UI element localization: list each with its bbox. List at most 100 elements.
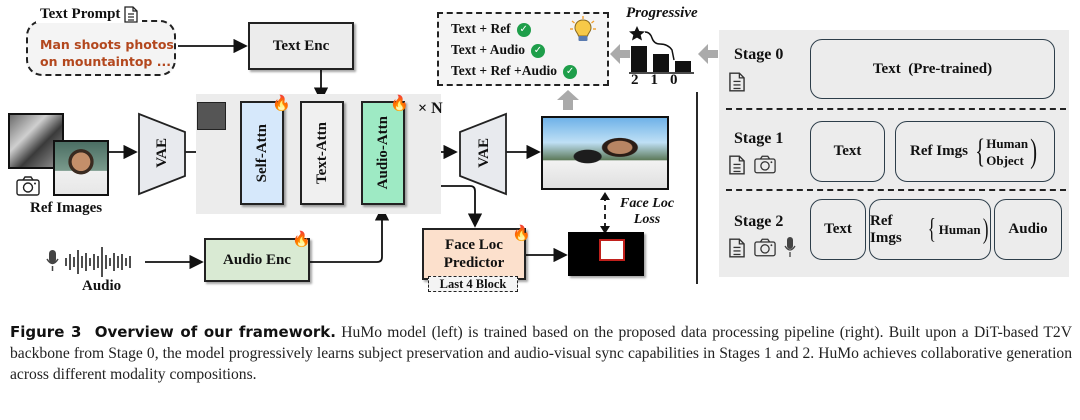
stage-1-ref-options: Human Object: [986, 135, 1028, 169]
text-attn-label: Text-Attn: [313, 122, 330, 184]
prompt-line-1: Man shoots photos: [40, 37, 174, 52]
audio-attn-label: Audio-Attn: [374, 116, 391, 190]
document-icon: [729, 238, 745, 258]
face-loc-loss-label: Face Loc Loss: [620, 196, 674, 228]
face-loc-predictor-block: Face Loc Predictor: [422, 228, 526, 280]
repeat-n-label: × N: [418, 100, 443, 117]
audio-label: Audio: [82, 278, 122, 294]
vae-encoder-shape: [138, 112, 186, 196]
stage-0-text-box: Text (Pre-trained): [810, 39, 1055, 99]
face-loc-line-2: Predictor: [443, 255, 505, 271]
figure-caption: Figure 3 Overview of our framework. HuMo…: [10, 322, 1072, 385]
capability-item: Text + Ref +Audio ✓: [451, 60, 578, 81]
capability-label: Text + Ref +Audio: [451, 63, 558, 78]
right-paren: ): [1030, 132, 1038, 170]
text-prompt-content: Man shoots photos on mountaintop ...: [40, 36, 174, 70]
right-paren: ): [982, 213, 989, 245]
lightbulb-icon: [570, 16, 596, 41]
progressive-stage-chart: [629, 26, 694, 74]
stage-2-label: Stage 2: [734, 213, 784, 230]
stage-2-ref-label: Ref Imgs: [870, 212, 902, 246]
check-icon: ✓: [530, 43, 545, 58]
fire-icon-trainable: 🔥: [512, 224, 531, 242]
audio-encoder-block: Audio Enc: [204, 238, 310, 282]
stage-divider: [726, 108, 1066, 110]
stage-divider: [726, 189, 1066, 191]
left-arrow-icon: [610, 44, 630, 64]
progressive-bar-labels: 2 1 0: [631, 72, 701, 89]
prompt-line-2: on mountaintop ...: [40, 54, 171, 69]
document-icon: [729, 155, 745, 175]
stage-1-text-label: Text: [833, 143, 862, 159]
text-prompt-bubble: [26, 20, 176, 76]
face-loc-loss-line-2: Loss: [633, 212, 661, 227]
face-loc-loss-line-1: Face Loc: [620, 196, 675, 211]
text-attn-block: Text-Attn: [300, 101, 344, 205]
bar-label: 0: [670, 72, 678, 88]
stage-2-ref-imgs-box: Ref Imgs { Human ): [869, 199, 991, 260]
audio-attn-block: Audio-Attn: [361, 101, 405, 205]
text-encoder-label: Text Enc: [272, 37, 330, 54]
bar-stage-1: [653, 54, 669, 72]
arrow-audioattn-to-faceloc: [405, 185, 483, 228]
noise-latent: [197, 102, 226, 130]
last-4-block-tag: Last 4 Block: [428, 276, 518, 292]
left-brace: {: [928, 213, 937, 245]
vae-decoder-label: VAE: [476, 138, 492, 168]
bar-stage-0: [675, 61, 691, 72]
stage-1-text-box: Text: [810, 121, 885, 182]
ref-option: Human: [938, 221, 981, 237]
capabilities-list: Text + Ref ✓ Text + Audio ✓ Text + Ref +Au…: [451, 18, 578, 81]
bar-stage-2: [631, 46, 647, 72]
audio-waveform-icon: [46, 247, 131, 277]
fire-icon-trainable: 🔥: [272, 94, 291, 112]
star-icon: [629, 26, 645, 41]
face-loc-line-1: Face Loc: [445, 237, 503, 253]
text-prompt-header: Text Prompt: [36, 6, 143, 23]
stage-1-label: Stage 1: [734, 130, 784, 147]
text-encoder-block: Text Enc: [248, 22, 354, 70]
capability-item: Text + Audio ✓: [451, 39, 577, 60]
figure-number: Figure 3: [10, 323, 82, 341]
check-icon: ✓: [516, 22, 531, 37]
ref-images-label: Ref Images: [30, 200, 103, 216]
fire-icon-trainable: 🔥: [390, 94, 409, 112]
self-attn-block: Self-Attn: [240, 101, 284, 205]
capability-label: Text + Audio: [451, 42, 525, 57]
last-4-block-label: Last 4 Block: [439, 277, 507, 291]
check-icon: ✓: [563, 64, 578, 79]
camera-icon: [754, 155, 776, 174]
vae-decoder-shape: [459, 112, 507, 196]
document-icon: [729, 72, 745, 92]
progressive-title: Progressive: [626, 5, 698, 21]
stage-0-text-label: Text (Pre-trained): [872, 60, 993, 77]
document-icon: [124, 6, 139, 23]
vae-encoder-label: VAE: [154, 138, 170, 168]
stage-2-audio-label: Audio: [1008, 221, 1048, 237]
ref-image-human: [53, 140, 109, 196]
stage-1-ref-imgs-box: Ref Imgs { Human Object ): [895, 121, 1055, 182]
face-bbox: [599, 239, 625, 261]
stage-0-label: Stage 0: [734, 46, 784, 63]
camera-icon: [754, 238, 776, 257]
ref-option: Object: [986, 152, 1024, 168]
ref-option: Human: [986, 135, 1029, 151]
bar-label: 2: [631, 72, 639, 88]
caption-body: HuMo model (left) is trained based on th…: [10, 324, 1072, 383]
stage-2-text-box: Text: [810, 199, 866, 260]
text-prompt-label: Text Prompt: [40, 6, 121, 22]
caption-title: Overview of our framework.: [94, 323, 336, 341]
fire-icon-trainable: 🔥: [292, 230, 311, 248]
face-mask-output: [568, 232, 644, 276]
arrow-audioenc-to-audioattn: [310, 206, 390, 263]
stage-2-audio-box: Audio: [994, 199, 1062, 260]
camera-icon: [16, 176, 40, 196]
self-attn-label: Self-Attn: [253, 123, 270, 183]
up-arrow-icon: [557, 90, 579, 110]
capability-label: Text + Ref: [451, 21, 511, 36]
stage-1-ref-label: Ref Imgs: [910, 143, 968, 159]
audio-encoder-label: Audio Enc: [223, 251, 291, 268]
bar-label: 1: [650, 72, 659, 88]
progress-curve: [644, 31, 675, 61]
capability-item: Text + Ref ✓: [451, 18, 577, 39]
